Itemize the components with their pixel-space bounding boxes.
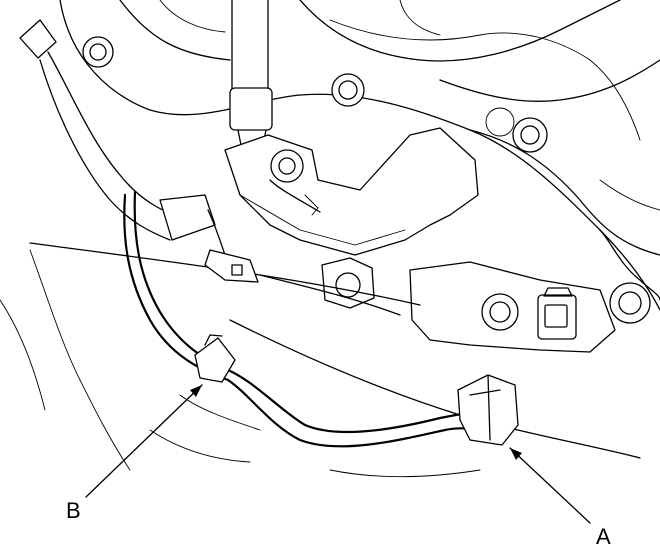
- bolt-case-right: [609, 282, 651, 324]
- callout-label-b: B: [66, 498, 81, 523]
- bolt-top-left: [82, 36, 114, 68]
- leader-line-a: [509, 447, 591, 524]
- harness-clip: [194, 334, 236, 383]
- bolt-top-right: [485, 107, 548, 153]
- mounting-bracket: [224, 127, 479, 256]
- sensor-mount: [409, 261, 616, 353]
- callout-leaders: [85, 384, 591, 524]
- lower-case: [0, 249, 481, 478]
- shift-cable: [229, 0, 273, 151]
- bolt-lower-center: [321, 257, 375, 309]
- hose-upper-left: [19, 19, 226, 256]
- leader-line-b: [85, 384, 203, 498]
- callout-label-a: A: [596, 524, 611, 549]
- arrowhead-b: [190, 385, 202, 397]
- arrowhead-a: [510, 448, 522, 460]
- connector-housing: [457, 374, 519, 446]
- bolt-top-center: [331, 73, 365, 107]
- sensor-connector: [537, 287, 577, 340]
- clip-bracket: [204, 249, 259, 283]
- transmission-case: [59, 0, 660, 311]
